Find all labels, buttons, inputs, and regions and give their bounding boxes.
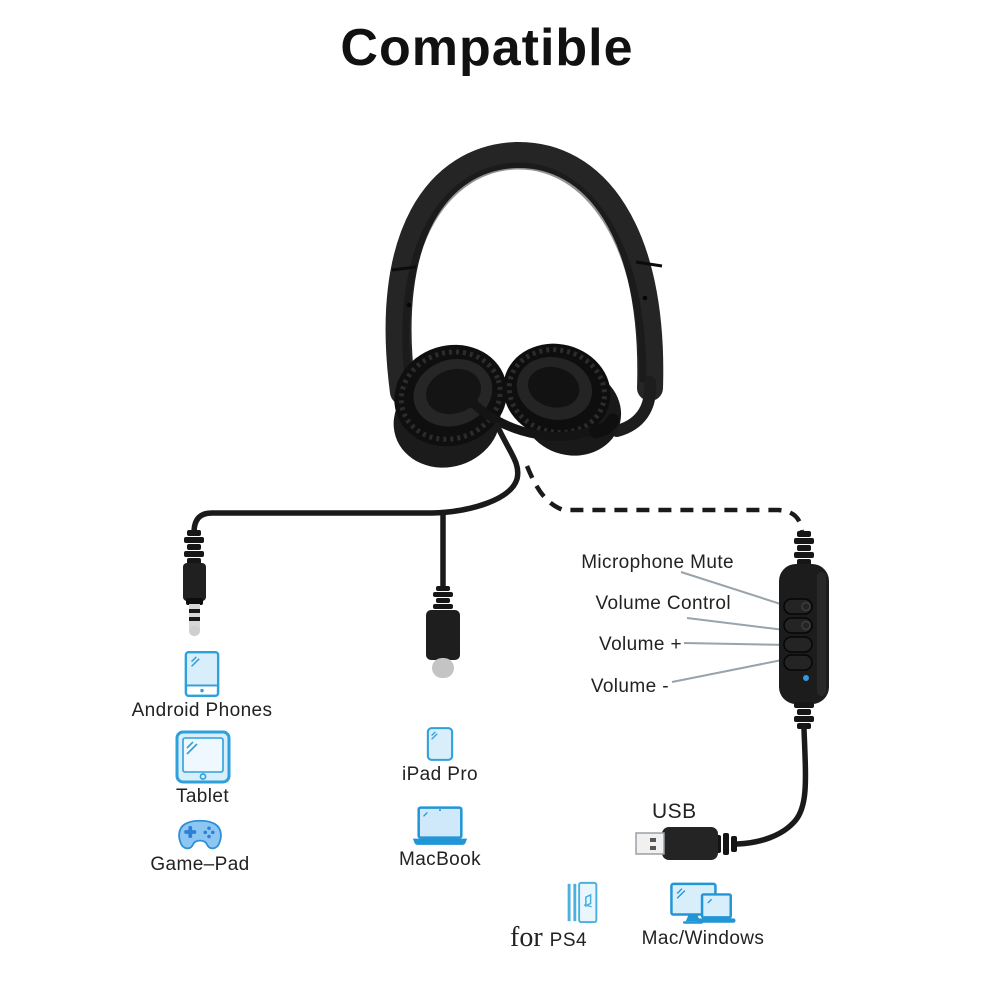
device-ipad-pro: iPad Pro	[390, 726, 490, 786]
page-title: Compatible	[340, 19, 634, 77]
device-ps4	[565, 880, 599, 929]
volume-up-button	[783, 636, 813, 653]
aux-jack-connector	[183, 530, 206, 636]
device-game-pad: Game–Pad	[120, 818, 280, 876]
tablet-small-icon	[426, 727, 454, 761]
callout-volume-minus: Volume -	[590, 676, 669, 697]
ps4-label-text: PS4	[549, 930, 588, 951]
headband-joint-right	[635, 260, 663, 268]
usb-label: USB	[652, 800, 697, 823]
leader-volume-control	[686, 617, 794, 632]
headband-screw-left	[406, 302, 412, 308]
desktop-laptop-icon	[670, 882, 736, 924]
mic-boom-tip	[589, 413, 620, 439]
usb-c-connector	[426, 586, 460, 678]
callout-microphone-mute: Microphone Mute	[581, 552, 734, 573]
ps4-label: for PS4	[510, 922, 587, 954]
ps4-label-prefix: for	[510, 922, 543, 953]
callout-leader-lines	[671, 571, 794, 683]
leader-volume-minus	[671, 657, 793, 683]
callout-volume-control: Volume Control	[595, 593, 731, 614]
leader-microphone-mute	[680, 571, 794, 609]
smartphone-icon	[184, 650, 220, 698]
device-android-phones: Android Phones	[112, 650, 292, 722]
device-label: iPad Pro	[401, 764, 479, 785]
device-macbook: MacBook	[385, 805, 495, 871]
device-label: Game–Pad	[150, 854, 250, 875]
usb-a-connector	[635, 827, 737, 860]
headband-joint-left	[391, 265, 417, 272]
yoke-right	[611, 376, 657, 437]
volume-control-button	[783, 617, 813, 634]
headband-shade	[402, 162, 647, 387]
remote-led	[803, 675, 809, 681]
gamepad-icon	[178, 819, 222, 850]
leader-volume-plus	[683, 642, 793, 646]
ps-logo	[583, 893, 592, 908]
remote-to-usb-cable	[734, 726, 809, 847]
device-label: MacBook	[398, 849, 481, 870]
volume-down-button	[783, 654, 813, 671]
device-tablet: Tablet	[130, 730, 275, 808]
headset-illustration	[385, 141, 664, 468]
inline-remote	[779, 531, 829, 729]
dashed-cable-to-remote	[524, 465, 805, 532]
headband-screw-right	[642, 295, 648, 301]
device-label: Tablet	[175, 786, 230, 807]
earcup-right	[503, 343, 622, 456]
ps4-console-icon	[567, 881, 598, 924]
mute-button	[783, 598, 813, 615]
laptop-icon	[412, 806, 468, 845]
device-label: Mac/Windows	[641, 928, 765, 949]
main-cable	[191, 422, 521, 590]
tablet-icon	[175, 730, 230, 784]
device-label: Android Phones	[131, 700, 273, 721]
device-mac-windows: Mac/Windows	[630, 882, 776, 950]
callout-volume-plus: Volume +	[599, 634, 682, 655]
